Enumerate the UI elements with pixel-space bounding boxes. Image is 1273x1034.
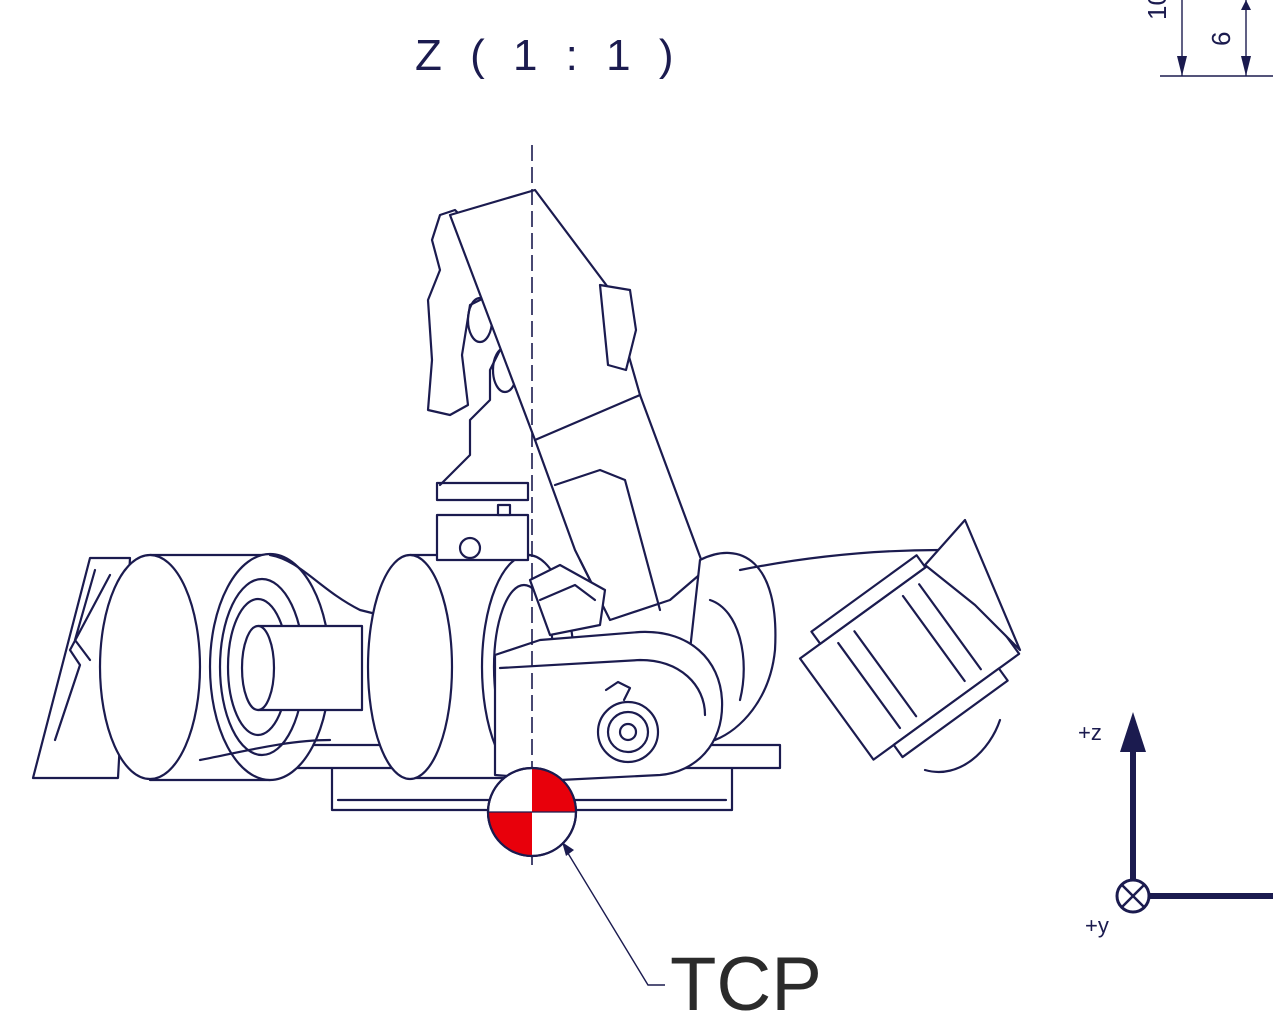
tcp-marker — [486, 766, 578, 858]
right-gripper-head — [798, 551, 1021, 761]
lever-plate — [493, 630, 724, 782]
z-axis-label: +z — [1078, 720, 1102, 745]
tcp-leader — [562, 842, 665, 986]
view-title: Z ( 1 : 1 ) — [415, 31, 681, 80]
lower-arm — [533, 393, 707, 622]
right-gripper-tip — [923, 518, 1022, 652]
gripper-assembly — [31, 188, 1022, 812]
coordinate-axes — [1115, 712, 1273, 914]
pin-boss — [596, 700, 660, 764]
dimension-annotation: 10 6 — [1142, 0, 1273, 77]
dimension-outer-value: 10 — [1142, 0, 1172, 20]
mount-block — [435, 513, 530, 562]
z-axis-arrow-icon — [1120, 712, 1146, 752]
y-axis-label: +y — [1085, 913, 1109, 938]
dimension-inner-value: 6 — [1206, 32, 1236, 46]
tcp-label: TCP — [670, 942, 822, 1027]
